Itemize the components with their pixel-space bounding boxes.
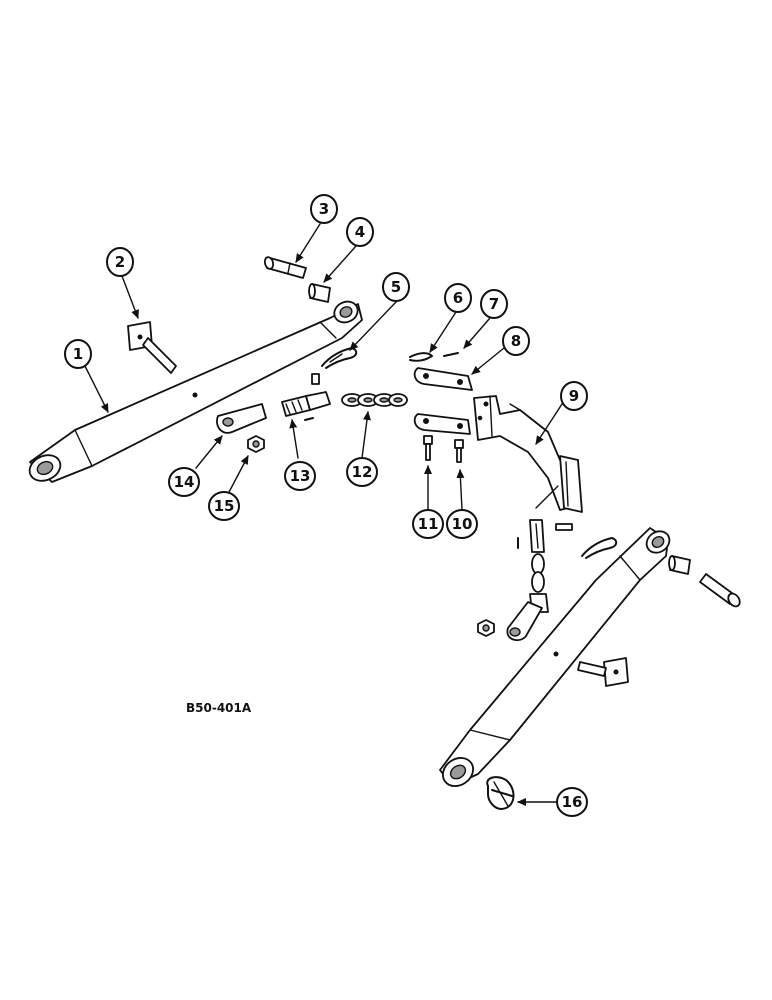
callout-15: 15: [208, 491, 240, 521]
right-link-end: [506, 601, 543, 642]
spring-clip: [409, 352, 433, 362]
bushing: [308, 283, 331, 303]
svg-text:7: 7: [489, 295, 499, 313]
svg-text:9: 9: [569, 387, 579, 405]
callout-4: 4: [346, 217, 374, 247]
svg-text:3: 3: [319, 200, 329, 218]
small-pin: [443, 352, 459, 357]
svg-text:12: 12: [352, 463, 373, 481]
callout-11: 11: [412, 509, 444, 539]
callout-14: 14: [168, 467, 200, 497]
turnbuckle-clevis: [281, 373, 331, 421]
callout-6: 6: [444, 283, 472, 313]
bolt-11: [423, 435, 433, 461]
svg-text:8: 8: [511, 332, 521, 350]
svg-text:10: 10: [452, 515, 473, 533]
lower-bracket-plate: [413, 413, 471, 435]
right-nut: [477, 619, 495, 637]
figure-reference-code: B50-401A: [186, 701, 252, 715]
callout-5: 5: [382, 272, 410, 302]
callout-8: 8: [502, 326, 530, 356]
callout-13: 13: [284, 461, 316, 491]
callout-7: 7: [480, 289, 508, 319]
bolt-10: [454, 439, 464, 463]
lynch-pin-ring: [486, 776, 515, 810]
right-chain-assembly: [517, 519, 573, 613]
right-pin: [699, 573, 741, 608]
linch-pin-right: [581, 537, 618, 559]
svg-text:14: 14: [174, 473, 195, 491]
link-end: [216, 403, 267, 434]
callout-12: 12: [346, 457, 378, 487]
left-lower-link-arm: [28, 300, 363, 483]
left-stabilizer-pin: [127, 321, 177, 374]
stabilizer-bracket: [473, 395, 583, 513]
svg-text:1: 1: [73, 345, 83, 363]
right-bushing: [668, 555, 691, 575]
svg-text:6: 6: [453, 289, 463, 307]
linch-pin-left: [321, 347, 358, 369]
callout-10: 10: [446, 509, 478, 539]
right-stabilizer-pin: [577, 657, 629, 687]
nut: [247, 435, 265, 453]
svg-text:5: 5: [391, 278, 401, 296]
callout-3: 3: [310, 194, 338, 224]
chain: [341, 393, 408, 407]
upper-bracket-plate: [413, 367, 473, 391]
leader-lines: [83, 223, 563, 806]
callout-1: 1: [64, 339, 92, 369]
svg-text:13: 13: [290, 467, 311, 485]
svg-text:16: 16: [562, 793, 583, 811]
callout-16: 16: [556, 787, 588, 817]
pin: [263, 256, 307, 279]
svg-text:11: 11: [418, 515, 439, 533]
svg-text:2: 2: [115, 253, 125, 271]
svg-text:4: 4: [355, 223, 365, 241]
callout-2: 2: [106, 247, 134, 277]
callout-9: 9: [560, 381, 588, 411]
right-lower-link-arm: [439, 527, 671, 787]
svg-text:15: 15: [214, 497, 235, 515]
